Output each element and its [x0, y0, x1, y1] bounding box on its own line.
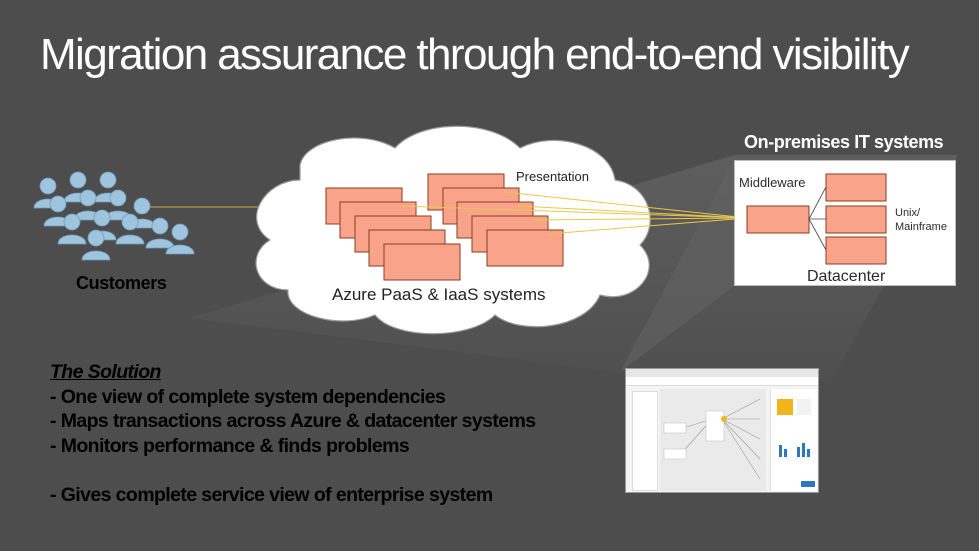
onprem-header: On-premises IT systems — [744, 132, 944, 152]
thumb-canvas — [660, 389, 766, 491]
middleware-label: Middleware — [739, 175, 806, 190]
cloud-label: Azure PaaS & IaaS systems — [332, 285, 546, 304]
presentation-label: Presentation — [516, 169, 589, 184]
customer-people — [33, 171, 195, 261]
thumb-titlebar — [626, 369, 818, 377]
solution-heading: The Solution — [50, 361, 161, 383]
datacenter-diagram — [746, 173, 887, 265]
screenshot-thumbnail — [625, 368, 819, 493]
thumb-panel — [770, 389, 817, 491]
slide-title: Migration assurance through end-to-end v… — [40, 30, 910, 79]
perspective-beam-edge — [620, 160, 734, 372]
solution-item: - Maps transactions across Azure & datac… — [50, 410, 536, 432]
solution-item: - Monitors performance & finds problems — [50, 434, 410, 457]
service-boxes-right — [427, 173, 564, 267]
unix-label-line2: Mainframe — [895, 221, 947, 233]
middleware-box — [746, 205, 810, 234]
person-icon — [57, 213, 87, 245]
datacenter-label: Datacenter — [807, 268, 886, 285]
person-icon — [81, 229, 111, 261]
solution-list: The Solution - One view of complete syst… — [50, 360, 536, 507]
datacenter-boxes — [746, 173, 887, 265]
thumb-graph — [663, 398, 761, 480]
customers-label: Customers — [76, 273, 167, 293]
person-icon — [165, 223, 195, 255]
mainframe-box-1 — [825, 173, 887, 202]
person-icon — [115, 213, 145, 245]
solution-item: - One view of complete system dependenci… — [50, 385, 446, 408]
solution-item: - Gives complete service view of enterpr… — [50, 483, 493, 506]
transaction-connectors — [401, 191, 748, 235]
thumb-sidebar — [632, 391, 658, 491]
mainframe-box-2 — [825, 205, 887, 234]
thumb-addressbar — [626, 377, 818, 386]
cloud-shape — [255, 125, 651, 335]
thumb-metrics — [777, 399, 815, 487]
datacenter-connectors — [808, 186, 827, 251]
unix-label-line1: Unix/ — [895, 207, 921, 219]
mainframe-box-3 — [825, 236, 887, 265]
datacenter-box: Middleware Unix/ Mainframe Datacenter — [734, 160, 956, 286]
